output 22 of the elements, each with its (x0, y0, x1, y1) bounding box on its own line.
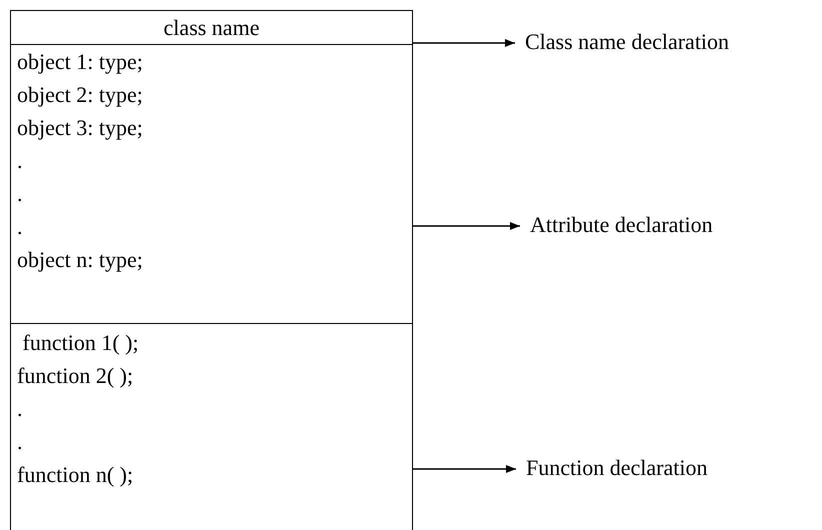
attribute-text: object 1: type; (17, 49, 143, 75)
class-name-compartment (10, 10, 413, 45)
class-name: class name (162, 15, 260, 41)
method-text: function n( ); (17, 462, 134, 488)
attribute-text: . (17, 148, 22, 174)
attribute-text: . (17, 214, 22, 240)
attribute-compartment (10, 44, 413, 324)
attribute-text: object 3: type; (17, 115, 143, 141)
annotation-label: Class name declaration (525, 29, 730, 55)
method-compartment (10, 323, 413, 530)
attribute-text: object n: type; (17, 247, 143, 273)
annotation-label: Function declaration (526, 455, 708, 481)
annotation-label: Attribute declaration (530, 212, 713, 238)
method-text: . (17, 396, 22, 422)
attribute-text: . (17, 181, 22, 207)
attribute-text: object 2: type; (17, 82, 143, 108)
arrow (413, 222, 520, 230)
arrow (413, 39, 515, 47)
method-text: function 2( ); (17, 363, 134, 389)
method-text: function 1( ); (22, 330, 139, 356)
arrow (413, 465, 516, 473)
method-text: . (17, 429, 22, 455)
